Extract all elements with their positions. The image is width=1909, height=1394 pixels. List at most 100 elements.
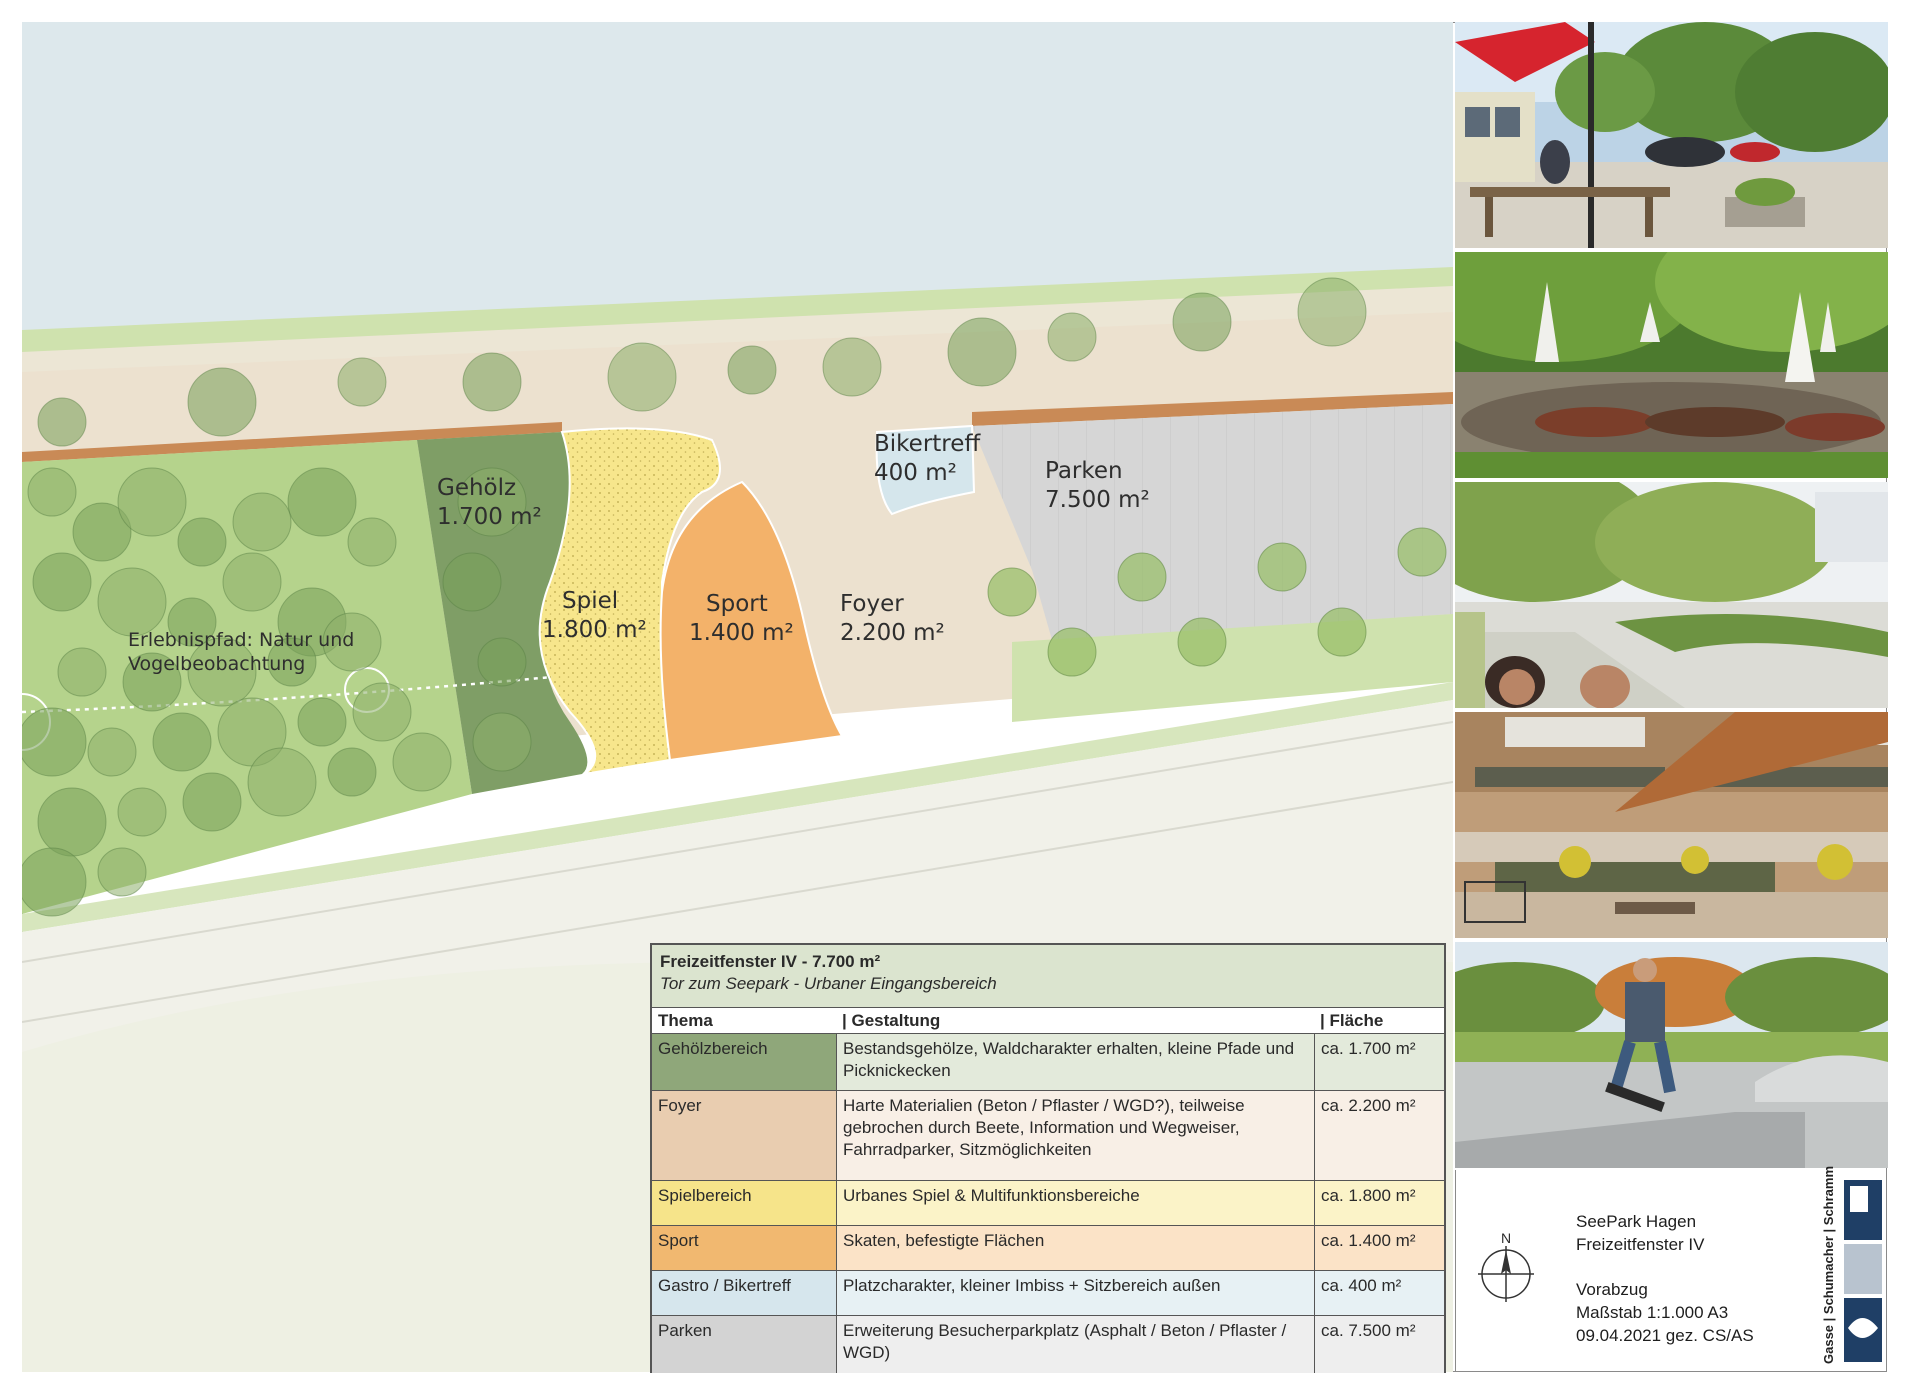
tree-canopy (22, 707, 87, 777)
legend-row: Gastro / Bikertreff Platzcharakter, klei… (652, 1271, 1444, 1316)
legend-row-flaeche: ca. 400 m² (1314, 1271, 1444, 1315)
legend-row: Gehölzbereich Bestandsgehölze, Waldchara… (652, 1034, 1444, 1091)
bikertreff-name: Bikertreff (874, 431, 981, 457)
legend-table: Freizeitfenster IV - 7.700 m² Tor zum Se… (650, 943, 1446, 1373)
tree-canopy (117, 787, 167, 837)
tree-canopy (72, 502, 132, 562)
tree-canopy (32, 552, 92, 612)
tree-canopy (167, 597, 217, 647)
tree-canopy (442, 552, 502, 612)
parken-name: Parken (1045, 458, 1123, 484)
tree-canopies (22, 277, 1367, 917)
legend-row-gestaltung: Bestandsgehölze, Waldcharakter erhalten,… (836, 1034, 1314, 1090)
erlebnispfad-label-line2: Vogelbeobachtung (128, 653, 306, 675)
legend-row-gestaltung: Harte Materialien (Beton / Pflaster / WG… (836, 1091, 1314, 1180)
legend-column-headers: Thema | Gestaltung | Fläche (652, 1008, 1444, 1034)
erlebnispfad-label: Erlebnispfad: Natur und Vogelbeobachtung (128, 628, 354, 676)
parking-tree (1257, 542, 1307, 592)
gehoelz-label: Gehölz 1.700 m² (437, 474, 542, 532)
legend-row-gestaltung: Urbanes Spiel & Multifunktionsbereiche (836, 1181, 1314, 1225)
legend-row: Spielbereich Urbanes Spiel & Multifunkti… (652, 1181, 1444, 1226)
tree-canopy (462, 352, 522, 412)
tree-canopy (27, 467, 77, 517)
tree-canopy (352, 682, 412, 742)
tree-canopy (297, 697, 347, 747)
legend-row-thema: Sport (652, 1226, 836, 1270)
tree-canopy (37, 397, 87, 447)
tree-canopy (822, 337, 882, 397)
legend-row: Foyer Harte Materialien (Beton / Pflaste… (652, 1091, 1444, 1181)
tree-canopy (122, 652, 182, 712)
tree-canopy (177, 517, 227, 567)
cafe-umbrellas-photo (1455, 252, 1888, 478)
tree-canopy (1297, 277, 1367, 347)
tree-canopy (117, 467, 187, 537)
tree-canopy (392, 732, 452, 792)
parking-tree (1317, 607, 1367, 657)
tree-canopy (267, 637, 317, 687)
road-verge (22, 682, 1453, 932)
legend-header: Freizeitfenster IV - 7.700 m² Tor zum Se… (652, 945, 1444, 1008)
column-header-gestaltung: | Gestaltung (842, 1011, 941, 1030)
drawing-scale: Maßstab 1:1.000 A3 (1576, 1303, 1729, 1322)
legend-row-flaeche: ca. 7.500 m² (1314, 1316, 1444, 1373)
tree-canopy (327, 747, 377, 797)
planting-edge-west (22, 422, 562, 462)
bikertreff-size: 400 m² (874, 460, 957, 486)
tree-canopy (477, 637, 527, 687)
legend-row-flaeche: ca. 2.200 m² (1314, 1091, 1444, 1180)
tree-canopy (87, 727, 137, 777)
parking-tree (1177, 617, 1227, 667)
tree-canopy (247, 747, 317, 817)
parking-tree (987, 567, 1037, 617)
parking-tree (1117, 552, 1167, 602)
legend-row-flaeche: ca. 1.400 m² (1314, 1226, 1444, 1270)
tree-canopy (727, 345, 777, 395)
tree-canopy (182, 772, 242, 832)
spiel-label: Spiel 1.800 m² (542, 587, 647, 645)
legend-row-gestaltung: Erweiterung Besucherparkplatz (Asphalt /… (836, 1316, 1314, 1373)
tree-canopy (187, 367, 257, 437)
legend-row-thema: Gastro / Bikertreff (652, 1271, 836, 1315)
tree-canopy (97, 847, 147, 897)
firm-name: Gasse | Schumacher | Schramm (1821, 1165, 1836, 1364)
firm-logo-icon (1842, 1178, 1884, 1364)
sport-name: Sport (706, 591, 768, 617)
beer-garden-bikers-photo (1455, 22, 1888, 248)
column-header-flaeche: | Fläche (1320, 1011, 1384, 1030)
project-name: SeePark Hagen (1576, 1212, 1697, 1231)
tree-canopy (232, 492, 292, 552)
title-block: N SeePark Hagen Freizeitfenster IV Vorab… (1455, 1165, 1888, 1372)
tree-canopy (607, 342, 677, 412)
firm-name-vertical: Gasse | Schumacher | Schramm (1818, 1165, 1840, 1364)
bikertreff-area (875, 424, 976, 516)
planting-edge-east (972, 392, 1453, 426)
legend-row-gestaltung: Platzcharakter, kleiner Imbiss + Sitzber… (836, 1271, 1314, 1315)
north-arrow-icon: N (1476, 1230, 1536, 1302)
north-label: N (1500, 1230, 1512, 1246)
gehoelz-name: Gehölz (437, 475, 517, 501)
tree-canopy (97, 567, 167, 637)
gehoelz-size: 1.700 m² (437, 504, 542, 530)
road-lines (22, 721, 1453, 1023)
park-plaza-children-photo (1455, 482, 1888, 708)
erlebnispfad-line (22, 675, 553, 714)
skatepark-photo (1455, 942, 1888, 1168)
drawing-date: 09.04.2021 gez. CS/AS (1576, 1326, 1754, 1345)
legend-row-gestaltung: Skaten, befestigte Flächen (836, 1226, 1314, 1270)
foyer-size: 2.200 m² (840, 620, 945, 646)
drawing-stage: Vorabzug (1576, 1280, 1648, 1299)
sport-label: Sport 1.400 m² (689, 590, 794, 648)
legend-row-thema: Gehölzbereich (652, 1034, 836, 1090)
parken-label: Parken 7.500 m² (1045, 457, 1150, 515)
sport-size: 1.400 m² (689, 620, 794, 646)
project-subject: Freizeitfenster IV (1576, 1235, 1705, 1254)
foyer-name: Foyer (840, 591, 904, 617)
sport-area (659, 480, 844, 762)
tree-canopy (322, 612, 382, 672)
tree-canopy (1047, 312, 1097, 362)
spiel-size: 1.800 m² (542, 617, 647, 643)
tree-canopy (222, 552, 282, 612)
column-header-thema: Thema (658, 1011, 713, 1030)
parken-area (972, 404, 1453, 640)
